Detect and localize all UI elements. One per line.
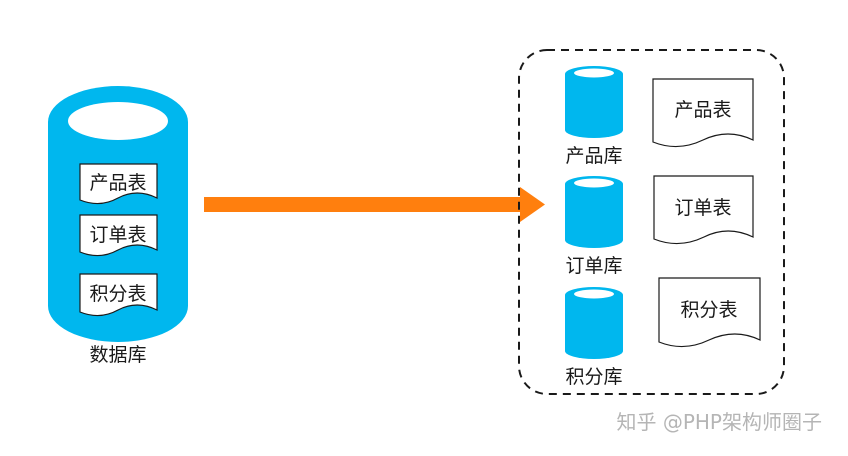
product-table-label: 产品表 <box>674 99 731 121</box>
left-table-doc-2: 订单表 <box>79 214 158 257</box>
left-table-doc-1: 产品表 <box>79 163 158 205</box>
left-database-label: 数据库 <box>89 344 146 366</box>
split-arrow <box>204 187 545 222</box>
split-group-border <box>518 49 785 395</box>
order-database-label: 订单库 <box>565 255 622 277</box>
left-table-doc-3: 积分表 <box>79 273 158 317</box>
left-table-label-2: 订单表 <box>89 224 146 246</box>
product-database-label: 产品库 <box>565 145 622 167</box>
product-database: 产品库 <box>565 66 623 167</box>
points-table-doc: 积分表 <box>658 277 761 348</box>
left-table-label-1: 产品表 <box>89 172 146 194</box>
points-database: 积分库 <box>565 287 623 388</box>
product-table-doc: 产品表 <box>652 78 754 148</box>
left-table-label-3: 积分表 <box>89 283 146 305</box>
order-database: 订单库 <box>565 176 623 277</box>
order-table-doc: 订单表 <box>653 175 754 245</box>
order-table-label: 订单表 <box>674 197 731 219</box>
left-database-top-hole <box>68 102 168 140</box>
points-database-label: 积分库 <box>565 366 622 388</box>
points-table-label: 积分表 <box>680 299 737 321</box>
watermark: 知乎 @PHP架构师圈子 <box>616 410 822 434</box>
left-database: 产品表 订单表 积分表 数据库 <box>48 86 188 366</box>
